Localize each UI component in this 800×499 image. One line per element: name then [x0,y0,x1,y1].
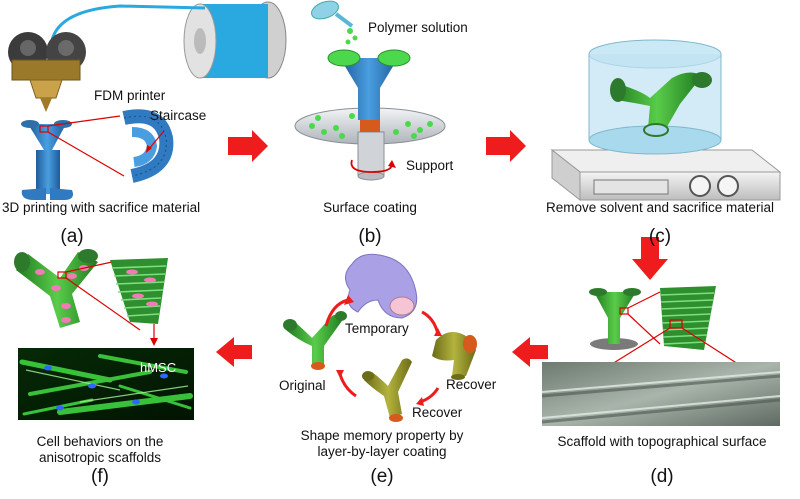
textured-y-scaffold-icon [589,288,641,344]
panel-f-letter: (f) [91,466,109,487]
filament-icon [50,4,206,41]
stirrer-machine-icon [550,148,782,202]
polymer-drops-icon [345,28,358,45]
panel-e-caption-line1: Shape memory property by [300,428,464,443]
cell-alignment-detail-icon [110,258,168,324]
panel-b-caption: Surface coating [323,200,417,215]
temporary-label: Temporary [345,321,409,336]
panel-c-letter: (c) [648,226,672,247]
arrow-c-to-d-icon [632,237,668,280]
panel-b-illustration [294,0,446,181]
recover-shape-bottom-icon [362,358,412,422]
panel-e-caption-line2: layer-by-layer coating [317,444,447,459]
blue-y-scaffold-icon [21,120,73,200]
staircase-pointer-icon [147,130,165,151]
sem-micrograph-image [541,362,781,426]
polymer-solution-label: Polymer solution [368,20,468,35]
panel-f-caption-line1: Cell behaviors on the [36,434,164,449]
panel-b-letter: (b) [358,226,382,247]
panel-a-letter: (a) [60,226,84,247]
coating-droplets-icon [309,113,433,139]
filament-spool-icon [183,1,287,79]
green-y-scaffold-icon [610,72,712,137]
cell-seeded-scaffold-icon [14,249,98,328]
groove-texture-detail-icon [660,286,716,350]
spoon-icon [311,0,354,28]
coated-y-scaffold-icon [327,49,411,132]
panel-d-caption: Scaffold with topographical surface [557,434,767,449]
panel-f-caption-line2: anisotropic scaffolds [38,450,162,465]
recover-label-bottom: Recover [412,405,463,420]
panel-d-letter: (d) [650,466,674,487]
panel-a-caption: 3D printing with sacrifice material [2,200,201,215]
panel-c-illustration [550,39,782,202]
support-label: Support [406,158,454,173]
fdm-printer-head-icon [8,32,86,112]
arrow-e-to-f-icon [216,337,252,367]
arrow-a-to-b-icon [228,130,268,162]
recover-shape-right-icon [432,332,477,380]
recover-label-right: Recover [446,377,497,392]
panel-e-letter: (e) [370,466,394,487]
arrow-b-to-c-icon [486,130,526,162]
fdm-printer-label: FDM printer [94,88,166,103]
support-stem-icon [357,131,385,177]
temporary-shape-icon [345,253,418,319]
original-label: Original [279,378,326,393]
panel-f-illustration [14,249,194,420]
hmsc-fluorescence-image [18,348,194,420]
hmsc-label: hMSC [140,360,177,375]
panel-c-caption: Remove solvent and sacrifice material [545,200,775,215]
staircase-label: Staircase [150,108,207,123]
arrow-d-to-e-icon [512,337,548,367]
staircase-detail-icon [122,109,174,183]
panel-d-illustration [541,286,781,426]
panel-a-illustration [8,1,287,200]
rotation-arrow-icon [350,159,393,173]
original-shape-icon [283,311,347,370]
panel-e-illustration [283,253,477,422]
